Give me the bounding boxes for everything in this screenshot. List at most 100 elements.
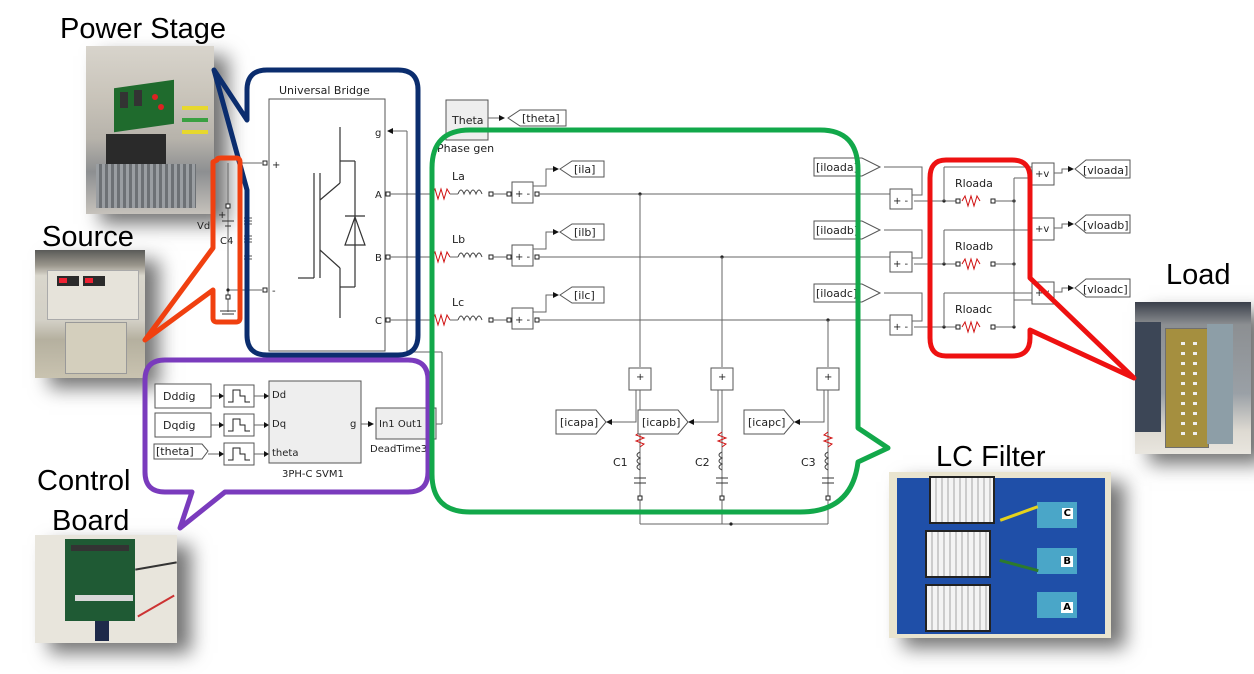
resistor-icon bbox=[431, 313, 451, 327]
load-title: Load bbox=[1166, 259, 1231, 291]
bridge-port-plus: + bbox=[272, 160, 280, 171]
load-resistor-icon bbox=[961, 257, 981, 271]
inductor-current-tag[interactable] bbox=[559, 223, 605, 241]
svg-text:[vloada]: [vloada] bbox=[1083, 164, 1128, 177]
svg-text:[ila]: [ila] bbox=[574, 163, 595, 176]
load-current-tag[interactable] bbox=[813, 283, 882, 303]
bridge-port-minus: - bbox=[272, 286, 276, 297]
load-current-meter[interactable] bbox=[889, 251, 913, 273]
meter-sign: + - bbox=[515, 189, 531, 200]
svg-text:[vloadb]: [vloadb] bbox=[1083, 219, 1129, 232]
phase-row-a: La+ -[ila] bbox=[390, 160, 895, 204]
inductor-label: Lc bbox=[452, 296, 464, 309]
resistor-icon bbox=[431, 250, 451, 264]
step-icon bbox=[228, 418, 250, 432]
inductor-current-tag[interactable] bbox=[559, 160, 605, 178]
svg-text:+v: +v bbox=[1035, 288, 1049, 299]
inductor-icon bbox=[457, 189, 483, 196]
svg-text:+: + bbox=[824, 372, 832, 383]
source-photo bbox=[35, 250, 145, 378]
load-photo bbox=[1135, 302, 1251, 454]
theta-goto-tag: [theta] bbox=[522, 112, 560, 125]
step-icon bbox=[228, 389, 250, 403]
load-phase-a: + -[iloada]Rloada+v[vloada] bbox=[813, 157, 1131, 210]
load-callout bbox=[927, 157, 1137, 381]
bridge-port-g: g bbox=[375, 128, 381, 139]
load-voltage-tag[interactable] bbox=[1074, 159, 1131, 179]
svm-port-g: g bbox=[350, 419, 356, 430]
cap-branch-1: +[icapa]C1 bbox=[555, 194, 652, 524]
universal-bridge-block[interactable]: Universal Bridge + - g A B C bbox=[262, 84, 408, 352]
svg-text:+ -: + - bbox=[893, 196, 909, 207]
current-meter[interactable] bbox=[511, 307, 534, 330]
inductor-icon bbox=[824, 451, 830, 471]
dc-source[interactable]: Vdc C4 + bbox=[197, 161, 262, 315]
cap-current-tag[interactable] bbox=[743, 409, 795, 435]
phase-gen-block[interactable]: Theta Phase gen [theta] bbox=[437, 99, 567, 155]
inductor-current-tag[interactable] bbox=[559, 286, 605, 304]
bridge-port-b: B bbox=[375, 253, 382, 264]
deadtime-caption: DeadTime3 bbox=[370, 444, 427, 455]
load-current-tag[interactable] bbox=[813, 220, 882, 240]
svm-block[interactable] bbox=[268, 380, 362, 464]
cap-branch-3: +[icapc]C3 bbox=[743, 320, 840, 524]
dqdig-block[interactable] bbox=[154, 412, 212, 438]
control-board-photo bbox=[35, 535, 177, 643]
current-meter[interactable] bbox=[511, 244, 534, 267]
svg-text:+ -: + - bbox=[893, 259, 909, 270]
zero-order-hold-block[interactable] bbox=[223, 384, 255, 408]
load-current-tag[interactable] bbox=[813, 157, 882, 177]
lc-tag-c: C bbox=[1061, 508, 1073, 519]
svm-caption: 3PH-C SVM1 bbox=[282, 469, 344, 480]
deadtime-ports: In1 Out1 bbox=[379, 419, 422, 430]
controller-subsystem[interactable]: Dddig Dqdig [theta] Dd Dq theta g 3PH-C … bbox=[153, 351, 443, 480]
phase-row-b: Lb+ -[ilb] bbox=[390, 223, 895, 267]
source-title: Source bbox=[42, 221, 134, 253]
inductor-icon bbox=[718, 451, 724, 471]
lc-tag-b: B bbox=[1061, 556, 1073, 567]
svg-text:[icapa]: [icapa] bbox=[560, 416, 598, 429]
current-meter[interactable] bbox=[511, 181, 534, 204]
svg-text:[ilc]: [ilc] bbox=[574, 289, 595, 302]
cap-current-tag[interactable] bbox=[637, 409, 689, 435]
inductor-label: Lb bbox=[452, 233, 465, 246]
bridge-port-c: C bbox=[375, 316, 382, 327]
zero-order-hold-block[interactable] bbox=[223, 442, 255, 466]
vdc-label: Vdc bbox=[197, 221, 216, 232]
load-current-meter[interactable] bbox=[889, 188, 913, 210]
load-resistor-label: Rloadc bbox=[955, 303, 992, 316]
load-current-meter[interactable] bbox=[889, 314, 913, 336]
zero-order-hold-block[interactable] bbox=[223, 413, 255, 437]
svm-port-dq: Dq bbox=[272, 419, 286, 430]
svg-text:[ilb]: [ilb] bbox=[574, 226, 596, 239]
cap-branch-2: +[icapb]C2 bbox=[637, 257, 734, 524]
svg-text:[iloadc]: [iloadc] bbox=[816, 287, 857, 300]
phase-gen-caption: Phase gen bbox=[437, 142, 494, 155]
cap-current-tag[interactable] bbox=[555, 409, 607, 435]
resistor-icon bbox=[431, 187, 451, 201]
power-stage-photo bbox=[86, 46, 214, 214]
svg-text:[icapc]: [icapc] bbox=[748, 416, 785, 429]
lc-filter-title: LC Filter bbox=[936, 441, 1046, 473]
control-board-title-line1: Control bbox=[37, 465, 131, 497]
load-voltage-tag[interactable] bbox=[1074, 278, 1131, 298]
lc-filter-callout bbox=[429, 127, 891, 515]
step-icon bbox=[228, 447, 250, 461]
svg-text:[iloada]: [iloada] bbox=[816, 161, 858, 174]
inductor-icon bbox=[457, 315, 483, 322]
load-resistor-icon bbox=[961, 194, 981, 208]
phase-gen-label: Theta bbox=[451, 114, 484, 127]
svg-text:+v: +v bbox=[1035, 169, 1049, 180]
capacitor-label: C2 bbox=[695, 456, 710, 469]
bridge-port-a: A bbox=[375, 190, 382, 201]
dddig-label: Dddig bbox=[163, 390, 195, 403]
meter-sign: + - bbox=[515, 315, 531, 326]
svm-port-theta: theta bbox=[272, 448, 298, 459]
control-callout bbox=[142, 357, 431, 531]
lc-tag-a: A bbox=[1061, 602, 1073, 613]
load-voltage-tag[interactable] bbox=[1074, 214, 1131, 234]
theta-from-tag[interactable] bbox=[153, 443, 209, 460]
svg-text:[vloadc]: [vloadc] bbox=[1083, 283, 1128, 296]
load-phase-b: + -[iloadb]Rloadb+v[vloadb] bbox=[813, 214, 1131, 273]
